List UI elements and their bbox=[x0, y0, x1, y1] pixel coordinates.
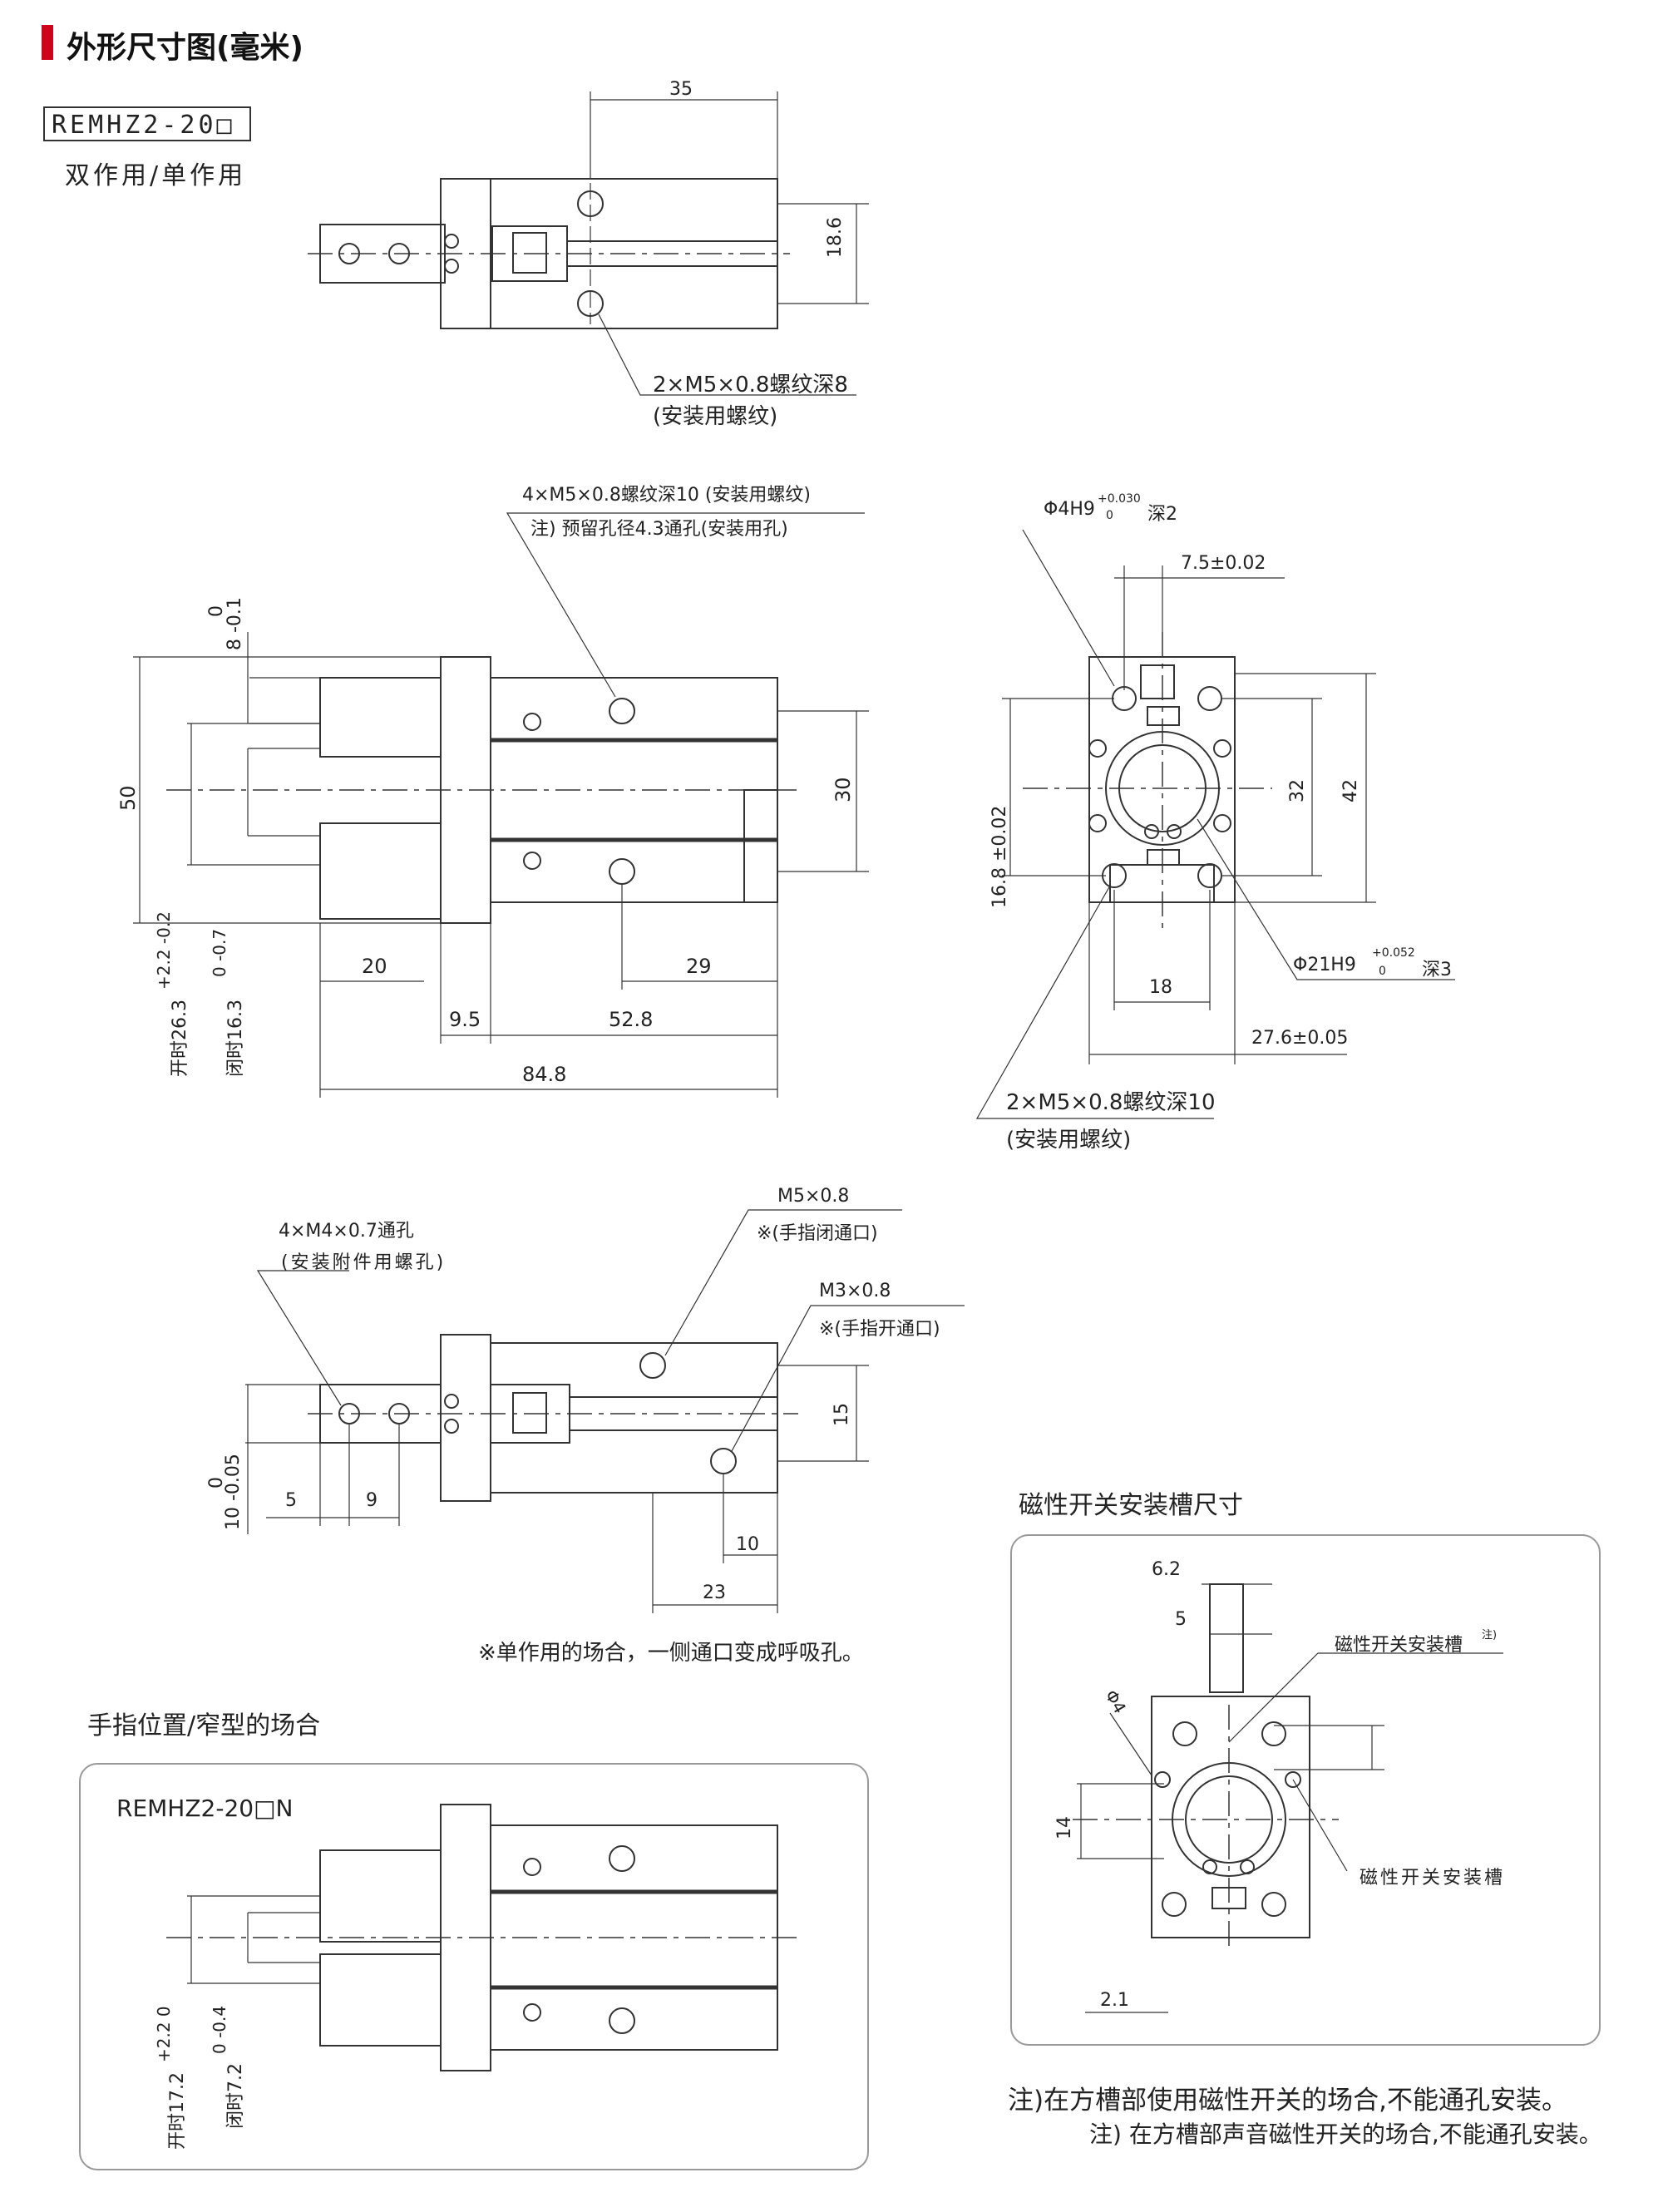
slot-label-sup: 注) bbox=[1482, 1629, 1498, 1642]
dim-18-6: 18.6 bbox=[825, 217, 846, 258]
phi4-label: Φ4H9 bbox=[1044, 499, 1095, 520]
switch-slot-drawing bbox=[1073, 1583, 1503, 2013]
view2-callout-line1: 4×M5×0.8螺纹深10 (安装用螺纹) bbox=[522, 485, 811, 506]
dim-9-5: 9.5 bbox=[449, 1008, 481, 1031]
finger-close-label: 闭时7.2 bbox=[225, 2063, 246, 2129]
dim-27-6: 27.6±0.05 bbox=[1251, 1028, 1349, 1049]
finger-open-label: 开时17.2 bbox=[167, 2072, 188, 2150]
m5-port-line1: M5×0.8 bbox=[777, 1186, 850, 1207]
switch-section-panel bbox=[1010, 1534, 1601, 2046]
slot-label: 磁性开关安装槽 bbox=[1360, 1868, 1506, 1889]
view4-tol-10b: 10 -0.05 bbox=[223, 1454, 244, 1530]
dim-29: 29 bbox=[686, 955, 712, 978]
slot-dim-2-1: 2.1 bbox=[1100, 1990, 1129, 2011]
view2-side-drawing bbox=[133, 512, 869, 1098]
dim-5: 5 bbox=[285, 1490, 297, 1511]
m4-callout-line2: (安装附件用螺孔) bbox=[281, 1252, 447, 1273]
view1-top-drawing bbox=[308, 91, 869, 396]
dim-42: 42 bbox=[1340, 779, 1361, 802]
single-acting-note: ※单作用的场合，一侧通口变成呼吸孔。 bbox=[478, 1641, 864, 1666]
finger-section-title: 手指位置/窄型的场合 bbox=[87, 1711, 321, 1740]
dim-35: 35 bbox=[669, 79, 693, 100]
dim-7-5: 7.5±0.02 bbox=[1181, 553, 1266, 574]
close-tol: 0 -0.7 bbox=[210, 928, 229, 977]
m3-port-line2: ※(手指开通口) bbox=[819, 1319, 940, 1340]
dim-50: 50 bbox=[116, 785, 140, 811]
dim-23: 23 bbox=[703, 1582, 726, 1603]
dim-10: 10 bbox=[736, 1534, 759, 1555]
view4-bottom-drawing bbox=[245, 1209, 965, 1613]
view2-callout-line2: 注) 预留孔径4.3通孔(安装用孔) bbox=[530, 519, 788, 540]
finger-narrow-drawing bbox=[166, 1804, 798, 2071]
mount-thread-callout: 2×M5×0.8螺纹深8 bbox=[653, 373, 848, 397]
dim-52-8: 52.8 bbox=[609, 1008, 654, 1031]
model-code-box: REMHZ2-20□ bbox=[43, 106, 251, 141]
view3-callout-line1: 2×M5×0.8螺纹深10 bbox=[1006, 1090, 1216, 1115]
dim-9: 9 bbox=[366, 1490, 378, 1511]
dim-30: 30 bbox=[832, 777, 855, 802]
view3-callout-line2: (安装用螺纹) bbox=[1006, 1128, 1132, 1153]
phi4-tol-up: +0.030 bbox=[1098, 492, 1141, 506]
phi4-depth: 深2 bbox=[1147, 504, 1177, 525]
dim-84-8: 84.8 bbox=[522, 1063, 567, 1086]
finger-model: REMHZ2-20□N bbox=[116, 1795, 294, 1822]
phi21-tol-lo: 0 bbox=[1379, 965, 1386, 978]
open-label: 开时26.3 bbox=[170, 1000, 190, 1077]
view3-end-drawing bbox=[975, 529, 1455, 1119]
phi4-tol-lo: 0 bbox=[1106, 509, 1113, 522]
slot-label-noted: 磁性开关安装槽 bbox=[1335, 1635, 1463, 1656]
dim-18: 18 bbox=[1149, 977, 1172, 998]
finger-section-panel bbox=[79, 1763, 869, 2170]
view2-tol-8: 8 -0.1 bbox=[225, 597, 245, 650]
mount-thread-callout-note: (安装用螺纹) bbox=[653, 404, 778, 429]
dim-15: 15 bbox=[832, 1403, 852, 1426]
finger-open-tol: +2.2 0 bbox=[154, 2006, 174, 2062]
slot-dim-6-2: 6.2 bbox=[1152, 1559, 1181, 1580]
footnote-2: 注) 在方槽部声音磁性开关的场合,不能通孔安装。 bbox=[1089, 2121, 1602, 2148]
action-type-label: 双作用/单作用 bbox=[65, 161, 247, 190]
footnote-1: 注)在方槽部使用磁性开关的场合,不能通孔安装。 bbox=[1008, 2086, 1567, 2116]
dim-20: 20 bbox=[362, 955, 387, 978]
open-tol: +2.2 -0.2 bbox=[154, 911, 174, 990]
dim-32: 32 bbox=[1287, 779, 1308, 802]
m4-callout-line1: 4×M4×0.7通孔 bbox=[279, 1221, 414, 1242]
phi21-label: Φ21H9 bbox=[1293, 955, 1356, 975]
close-label: 闭时16.3 bbox=[225, 1000, 246, 1077]
page-title: 外形尺寸图(毫米) bbox=[67, 31, 303, 65]
finger-close-tol: 0 -0.4 bbox=[210, 2005, 229, 2054]
phi21-depth: 深3 bbox=[1422, 960, 1452, 980]
m3-port-line1: M3×0.8 bbox=[819, 1281, 891, 1301]
slot-dim-14: 14 bbox=[1054, 1816, 1075, 1839]
switch-section-title: 磁性开关安装槽尺寸 bbox=[1019, 1491, 1243, 1520]
m5-port-line2: ※(手指闭通口) bbox=[757, 1223, 878, 1244]
dim-16-8: 16.8 ±0.02 bbox=[989, 805, 1010, 908]
phi21-tol-up: +0.052 bbox=[1372, 946, 1415, 960]
slot-dim-5: 5 bbox=[1175, 1609, 1187, 1630]
header-accent-bar bbox=[42, 25, 53, 60]
